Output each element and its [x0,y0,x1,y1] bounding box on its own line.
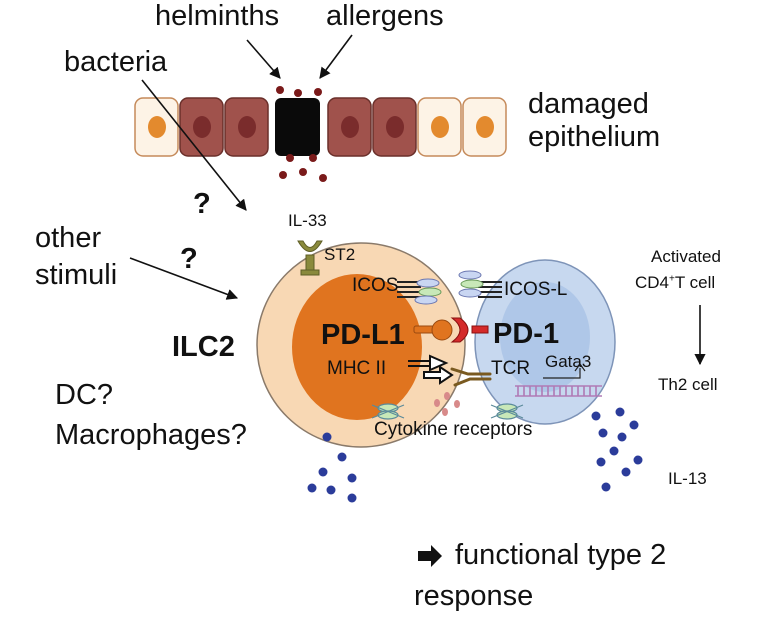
cytokine-receptors-label: Cytokine receptors [374,419,533,440]
ilc2-cell [256,242,466,448]
ilc2-label: ILC2 [172,331,235,363]
mhc-ii-label: MHC II [327,358,387,379]
arrows [129,34,706,366]
epithelium-layer [134,97,507,157]
particle-dot [299,168,307,176]
cytokine-receptor-icon [490,403,524,420]
bacteria-label: bacteria [64,46,168,78]
pd-l1-label: PD-L1 [321,319,405,351]
epithelial-particles [276,86,327,182]
other-stimuli-label-line2: stimuli [35,259,118,291]
functional-response-label-line1: functional type 2 [455,539,667,571]
damaged-epithelium-label-line2: epithelium [528,121,661,153]
particle-dot [294,89,302,97]
cell-nucleus-dark [238,116,256,138]
functional-response-label-line2: response [414,580,534,612]
icos-l-ligand-icon [458,270,502,298]
st2-receptor-icon [297,240,323,276]
question-mark-other: ? [180,243,198,275]
helminths-arrow [246,39,281,79]
icos-label: ICOS [352,275,399,296]
tcr-icon [450,367,492,387]
cell-nucleus-orange [476,116,494,138]
st2-label: ST2 [324,245,356,264]
icos-l-label: ICOS-L [504,279,568,300]
activated-label-line2: CD4+T cell [635,273,716,292]
particle-dot [276,86,284,94]
gata3-label: Gata3 [545,352,592,371]
pd-1-receptor-icon [450,317,489,343]
epithelial-cell-black [275,98,320,156]
mhc-ii-icon [408,354,454,385]
cell-nucleus-dark [341,116,359,138]
il-13-label: IL-13 [668,469,707,488]
macrophages-label: Macrophages? [55,419,247,451]
cell-nucleus-orange [148,116,166,138]
bacteria-arrow [141,79,247,211]
dc-label: DC? [55,379,114,411]
cytokine-dots [434,392,460,416]
t-cell [474,259,616,425]
gata3-dna-icon [515,362,602,397]
ilc2-nucleus [292,274,422,420]
cell-nucleus-dark [386,116,404,138]
activated-label-line1: Activated [651,247,721,266]
cell-nucleus-orange [431,116,449,138]
question-mark-bacteria: ? [193,188,211,220]
particle-dot [314,88,322,96]
damaged-epithelium-label-line1: damaged [528,88,649,120]
functional-response-arrow-icon [418,545,442,567]
th2-cell-label: Th2 cell [658,375,718,394]
cytokine-receptor-icon [371,403,405,420]
cell-nucleus-dark [193,116,211,138]
allergens-label: allergens [326,0,444,32]
helminths-label: helminths [155,0,280,32]
icos-receptor-icon [397,278,442,305]
t-cell-nucleus [500,282,590,392]
tcr-label: TCR [491,358,531,379]
other-stimuli-arrow [129,257,239,300]
pd-1-label: PD-1 [493,318,560,350]
il-13-dots [307,407,643,503]
allergens-arrow [319,34,353,79]
particle-dot [279,171,287,179]
other-stimuli-label-line1: other [35,222,102,254]
particle-dot [309,154,317,162]
pd-l1-ligand-icon [413,319,453,341]
particle-dot [319,174,327,182]
particle-dot [286,154,294,162]
il-33-label: IL-33 [288,211,327,230]
